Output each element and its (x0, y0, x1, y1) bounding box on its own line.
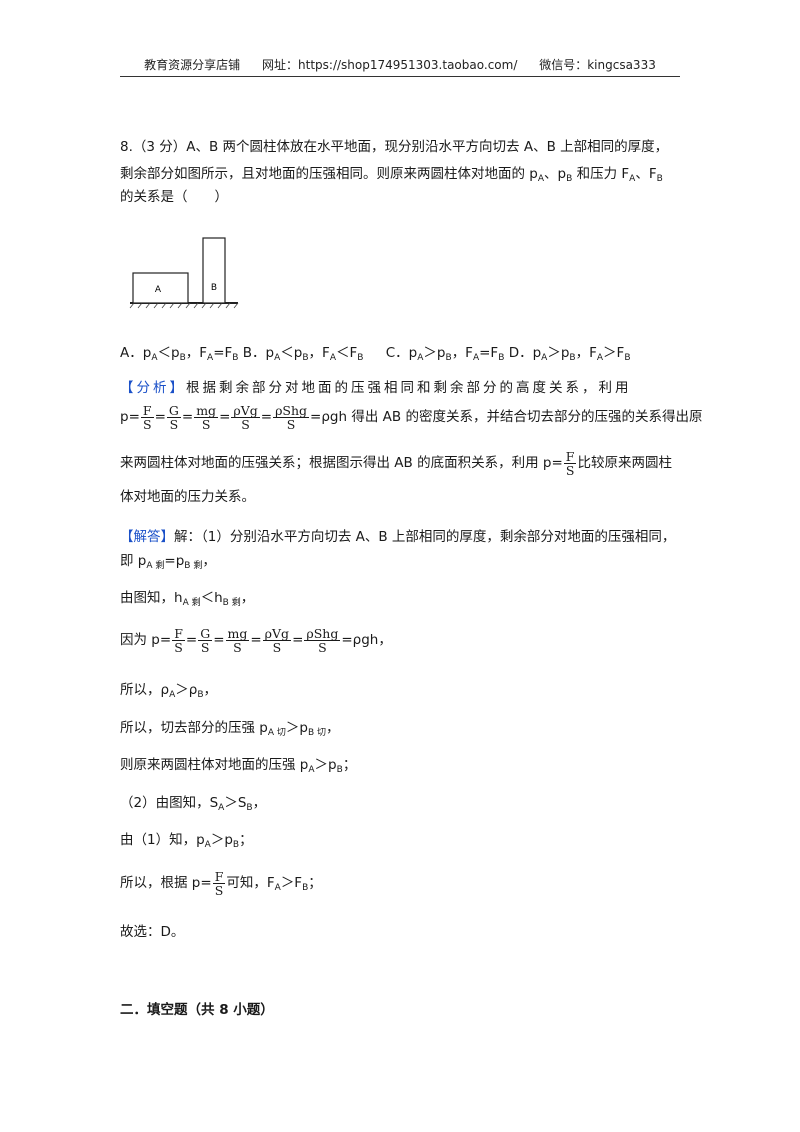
cylinder-b-label: B (211, 283, 217, 293)
solution-line-6: 所以，切去部分的压强 pA 切＞pB 切， (120, 720, 340, 738)
solution-line-2: 即 pA 剩=pB 剩， (120, 553, 216, 571)
ground-hatch (129, 302, 239, 309)
solution-answer: 故选：D。 (120, 924, 185, 940)
option-c[interactable]: C．pA＞pB，FA=FB (385, 345, 505, 363)
option-b[interactable]: B．pA＜pB，FA＜FB (242, 345, 364, 363)
wechat-id: 微信号：kingcsa333 (539, 58, 656, 72)
page-header: 教育资源分享店铺 网址：https://shop174951303.taobao… (120, 56, 680, 73)
analysis-tag: 【分析】 (120, 380, 186, 396)
solution-line-1: 【解答】解：（1）分别沿水平方向切去 A、B 上部相同的厚度，剩余部分对地面的压… (120, 529, 676, 545)
solution-line-9: 由（1）知，pA＞pB； (120, 832, 253, 850)
question-line-2: 剩余部分如图所示，且对地面的压强相同。则原来两圆柱体对地面的 pA、pB 和压力… (120, 166, 663, 184)
solution-line-8: （2）由图知，SA＞SB， (120, 795, 267, 813)
cylinder-b (202, 237, 226, 304)
analysis-line-1: 【分析】根据剩余部分对地面的压强相同和剩余部分的高度关系，利用 (120, 380, 632, 396)
cylinders-figure: A B (129, 237, 239, 309)
option-d[interactable]: D．pA＞pB，FA＞FB (508, 345, 631, 363)
solution-line-3: 由图知，hA 剩＜hB 剩， (120, 590, 255, 608)
question-line-3: 的关系是（ ） (120, 189, 228, 205)
section-2-title: 二．填空题（共 8 小题） (120, 1002, 274, 1018)
solution-line-7: 则原来两圆柱体对地面的压强 pA＞pB； (120, 757, 357, 775)
options-line: A．pA＜pB，FA=FB B．pA＜pB，FA＜FB C．pA＞pB，FA=F… (120, 343, 680, 363)
cylinder-a-label: A (155, 285, 162, 295)
shop-url[interactable]: 网址：https://shop174951303.taobao.com/ (262, 58, 518, 72)
solution-line-5: 所以，ρA＞ρB， (120, 682, 218, 700)
shop-name: 教育资源分享店铺 (144, 58, 241, 72)
header-divider (120, 76, 680, 77)
question-line-1: 8.（3 分）A、B 两个圆柱体放在水平地面，现分别沿水平方向切去 A、B 上部… (120, 139, 669, 155)
option-a[interactable]: A．pA＜pB，FA=FB (120, 345, 239, 363)
solution-tag: 【解答】 (120, 529, 174, 545)
cylinder-a (132, 272, 189, 304)
analysis-line-4: 体对地面的压力关系。 (120, 489, 255, 505)
